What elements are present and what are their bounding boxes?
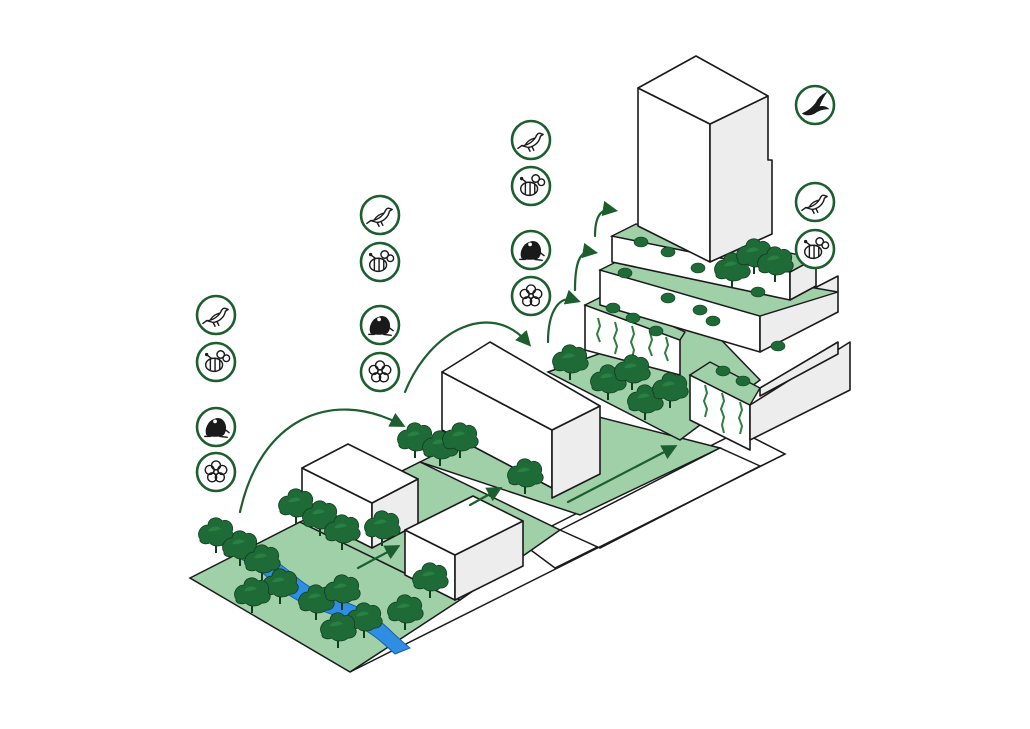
species-stack-4 bbox=[794, 84, 836, 270]
flower-icon bbox=[195, 451, 237, 493]
frog-icon bbox=[359, 304, 401, 346]
wildlife-flow-arrows bbox=[238, 200, 678, 570]
flow-arrow-5 bbox=[593, 200, 619, 238]
flow-arrow-3 bbox=[546, 289, 581, 344]
frog-icon bbox=[195, 406, 237, 448]
flower-icon bbox=[359, 351, 401, 393]
species-stack-1 bbox=[195, 294, 237, 493]
bee-icon bbox=[794, 228, 836, 270]
ground-edge bbox=[349, 453, 786, 673]
bee-icon bbox=[359, 241, 401, 283]
bird-icon bbox=[794, 181, 836, 223]
ground-arrow-2 bbox=[468, 487, 503, 507]
green-walls bbox=[595, 317, 744, 435]
bee-icon bbox=[195, 341, 237, 383]
species-stack-2 bbox=[359, 194, 401, 393]
ground-arrow-1 bbox=[356, 545, 401, 570]
flow-arrow-2 bbox=[403, 321, 532, 394]
bird-icon bbox=[195, 294, 237, 336]
flow-arrow-1 bbox=[238, 408, 406, 514]
swift-icon bbox=[794, 84, 836, 126]
frog-icon bbox=[510, 229, 552, 271]
bird-icon bbox=[510, 119, 552, 161]
species-stack-3 bbox=[510, 119, 552, 317]
flow-arrow-4 bbox=[573, 242, 599, 292]
ground-arrow-3 bbox=[566, 445, 678, 504]
bee-icon bbox=[510, 165, 552, 207]
flower-icon bbox=[510, 275, 552, 317]
bird-icon bbox=[359, 194, 401, 236]
